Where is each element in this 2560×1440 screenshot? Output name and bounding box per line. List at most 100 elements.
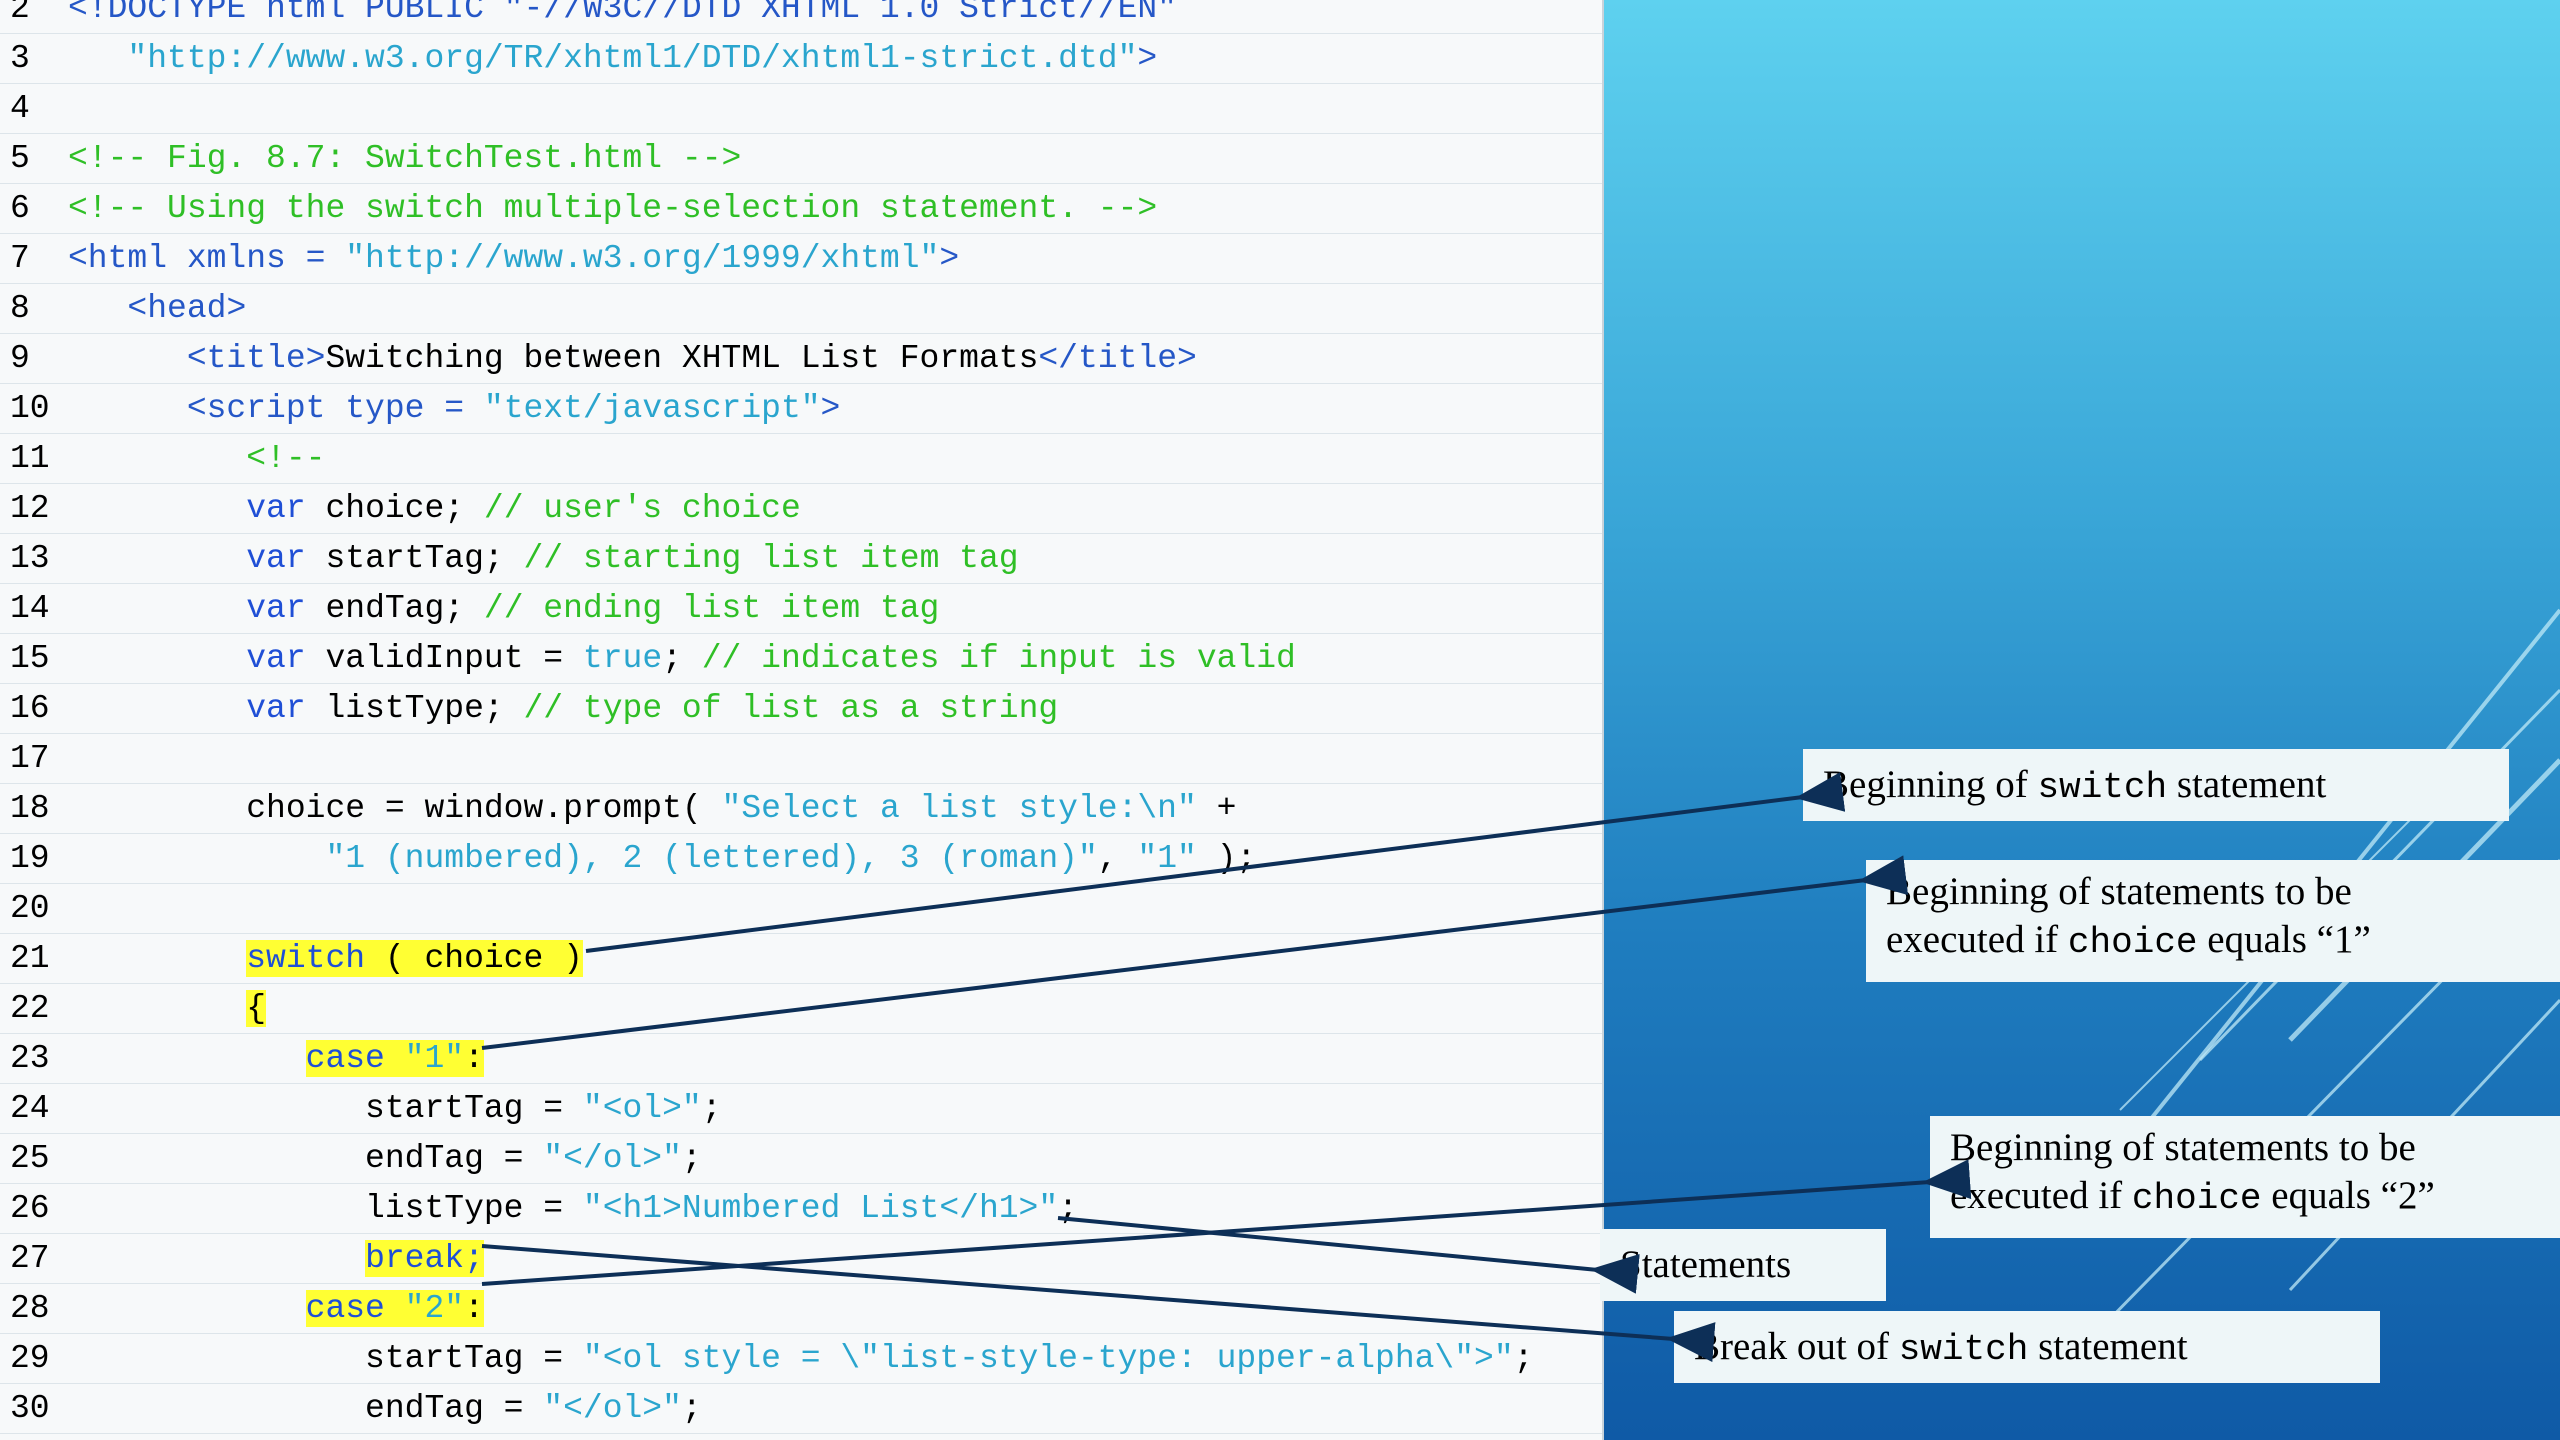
code-line: 4 — [0, 84, 1602, 134]
code-line: 16 var listType; // type of list as a st… — [0, 684, 1602, 734]
callout-code: choice — [2067, 922, 2198, 963]
code-token: ; — [681, 1390, 702, 1427]
code-line: 14 var endTag; // ending list item tag — [0, 584, 1602, 634]
code-token: "<h1>Numbered List</h1>" — [582, 1190, 1059, 1227]
code-token: var — [246, 540, 306, 577]
code-token: "http://www.w3.org/1999/xhtml" — [345, 240, 940, 277]
code-token: "<ol>" — [582, 1090, 702, 1127]
code-token: var — [246, 590, 306, 627]
code-text: <html xmlns = "http://www.w3.org/1999/xh… — [68, 234, 959, 284]
code-text: var choice; // user's choice — [68, 484, 801, 534]
code-token — [68, 1240, 365, 1277]
line-number: 17 — [10, 740, 50, 777]
code-token: "1" — [1137, 840, 1197, 877]
code-token — [68, 1040, 306, 1077]
code-line: 19 "1 (numbered), 2 (lettered), 3 (roman… — [0, 834, 1602, 884]
code-line: 25 endTag = "</ol>"; — [0, 1134, 1602, 1184]
code-token: "text/javascript" — [483, 390, 821, 427]
line-number: 31 — [10, 1434, 56, 1440]
code-token: choice = window.prompt( — [68, 790, 722, 827]
code-token: startTag = — [68, 1090, 583, 1127]
line-number: 12 — [10, 490, 50, 527]
code-line: 29 startTag = "<ol style = \"list-style-… — [0, 1334, 1602, 1384]
code-token: ( choice ) — [365, 940, 583, 977]
line-number: 14 — [10, 590, 50, 627]
code-token: true — [582, 640, 663, 677]
code-token — [68, 990, 246, 1027]
code-token: ; — [662, 640, 702, 677]
code-line: 5 <!-- Fig. 8.7: SwitchTest.html --> — [0, 134, 1602, 184]
code-token: ; — [1513, 1340, 1534, 1377]
code-line: 31 listType = "<h1>Lettered List</h1>"; — [0, 1434, 1602, 1440]
code-text: <!-- — [68, 434, 325, 484]
line-number: 11 — [10, 440, 50, 477]
code-token: Switching between XHTML List Formats — [325, 340, 1039, 377]
line-number: 7 — [10, 240, 30, 277]
code-text: <!-- Using the switch multiple-selection… — [68, 184, 1157, 234]
code-text: var listType; // type of list as a strin… — [68, 684, 1058, 734]
line-number: 21 — [10, 940, 50, 977]
code-line: 8 <head> — [0, 284, 1602, 334]
line-number: 26 — [10, 1190, 50, 1227]
code-token: listType = — [68, 1190, 583, 1227]
callout-line1: Beginning of statements to be — [1950, 1126, 2416, 1169]
code-token: <script type = — [186, 390, 484, 427]
callout-text-post: equals “2” — [2261, 1174, 2435, 1217]
code-line: 12 var choice; // user's choice — [0, 484, 1602, 534]
code-text: startTag = "<ol>"; — [68, 1084, 722, 1134]
code-token: // ending list item tag — [483, 590, 940, 627]
line-number: 6 — [10, 190, 30, 227]
code-line: 2<!DOCTYPE html PUBLIC "-//W3C//DTD XHTM… — [0, 0, 1602, 34]
code-token: <!-- Fig. 8.7: SwitchTest.html --> — [68, 140, 742, 177]
line-number: 9 — [10, 340, 30, 377]
code-token: </title> — [1038, 340, 1197, 377]
line-number: 5 — [10, 140, 30, 177]
code-token: startTag; — [305, 540, 524, 577]
code-token — [68, 690, 246, 727]
callout-statements: Statements — [1600, 1229, 1886, 1301]
code-text: var endTag; // ending list item tag — [68, 584, 939, 634]
code-text: "1 (numbered), 2 (lettered), 3 (roman)",… — [68, 834, 1256, 884]
code-token: "http://www.w3.org/TR/xhtml1/DTD/xhtml1-… — [127, 40, 1138, 77]
code-token: > — [939, 240, 960, 277]
code-token: "1 (numbered), 2 (lettered), 3 (roman)" — [325, 840, 1098, 877]
line-number: 4 — [10, 90, 30, 127]
callout-text-post: statement — [2167, 763, 2327, 806]
code-token: "1" — [404, 1040, 465, 1077]
code-token — [68, 840, 325, 877]
code-token: <!-- Using the switch multiple-selection… — [68, 190, 1158, 227]
code-token: "Select a list style:\n" — [721, 790, 1197, 827]
code-listing: 2<!DOCTYPE html PUBLIC "-//W3C//DTD XHTM… — [0, 0, 1604, 1440]
code-line: 26 listType = "<h1>Numbered List</h1>"; — [0, 1184, 1602, 1234]
line-number: 3 — [10, 40, 30, 77]
code-token: <!-- — [246, 440, 326, 477]
code-text: var startTag; // starting list item tag — [68, 534, 1018, 584]
code-token: // user's choice — [483, 490, 801, 527]
code-line: 30 endTag = "</ol>"; — [0, 1384, 1602, 1434]
code-token: , — [1097, 840, 1138, 877]
code-line: 21 switch ( choice ) — [0, 934, 1602, 984]
code-token — [68, 1290, 306, 1327]
code-text: listType = "<h1>Numbered List</h1>"; — [68, 1184, 1078, 1234]
code-token: break; — [365, 1240, 484, 1277]
code-token: { — [246, 990, 267, 1027]
callout-text: Statements — [1620, 1243, 1792, 1286]
code-line: 7 <html xmlns = "http://www.w3.org/1999/x… — [0, 234, 1602, 284]
code-text: startTag = "<ol style = \"list-style-typ… — [68, 1334, 1533, 1384]
code-text: case "2": — [68, 1284, 484, 1334]
code-text: endTag = "</ol>"; — [68, 1134, 702, 1184]
code-token: <html xmlns = — [68, 240, 346, 277]
code-token: ); — [1196, 840, 1257, 877]
code-text: <script type = "text/javascript"> — [68, 384, 841, 434]
line-number: 2 — [10, 0, 30, 27]
code-token: var — [246, 640, 306, 677]
code-token: ; — [1058, 1190, 1078, 1227]
code-line: 6 <!-- Using the switch multiple-selectio… — [0, 184, 1602, 234]
code-token — [68, 290, 127, 327]
code-token — [68, 340, 187, 377]
code-token — [68, 390, 187, 427]
code-token: ; — [701, 1090, 722, 1127]
line-number: 30 — [10, 1390, 50, 1427]
code-token: // indicates if input is valid — [701, 640, 1296, 677]
line-number: 22 — [10, 990, 50, 1027]
